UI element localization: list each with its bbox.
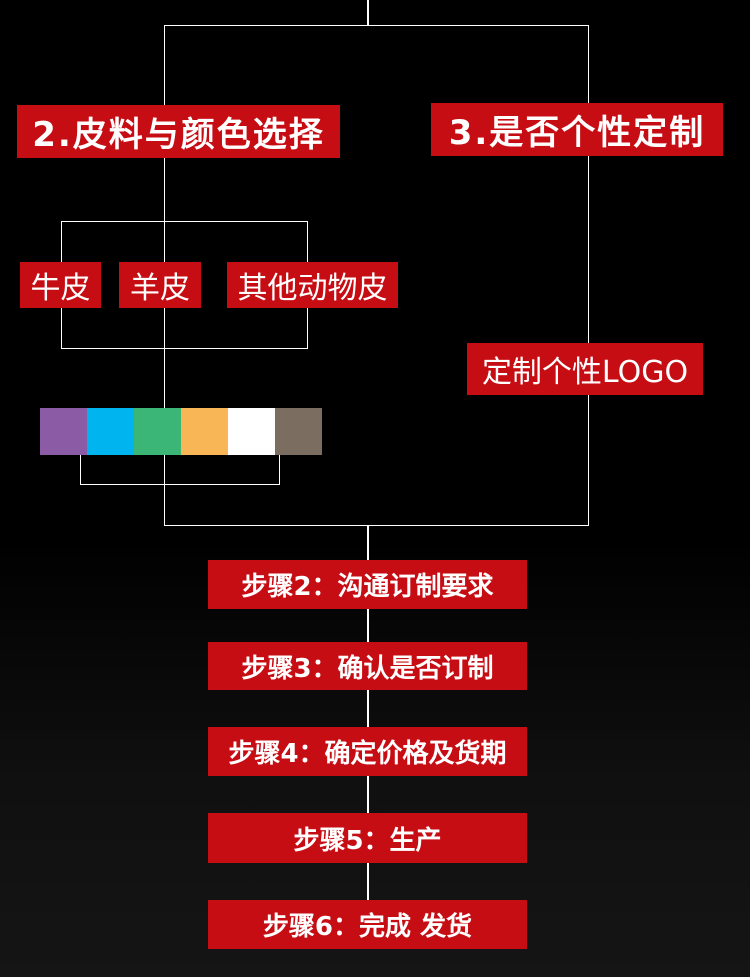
color-swatch-white <box>228 408 275 455</box>
steps-connector-line <box>367 526 369 901</box>
step-2-box: 步骤2：沟通订制要求 <box>208 560 527 609</box>
leather-color-selection-heading: 2.皮料与颜色选择 <box>17 105 340 158</box>
color-swatch-green <box>134 408 181 455</box>
color-swatch-blue <box>87 408 134 455</box>
option-other-animal-leather: 其他动物皮 <box>227 262 398 308</box>
color-swatch-orange <box>181 408 228 455</box>
personal-customization-heading: 3.是否个性定制 <box>431 103 723 156</box>
swatch-connector-line <box>164 455 165 485</box>
swatch-bracket <box>80 455 280 485</box>
color-swatch-purple <box>40 408 87 455</box>
color-swatch-brown <box>275 408 322 455</box>
step-4-box: 步骤4：确定价格及货期 <box>208 727 527 776</box>
step-5-box: 步骤5：生产 <box>208 813 527 863</box>
step-3-box: 步骤3：确认是否订制 <box>208 642 527 690</box>
option-sheepskin: 羊皮 <box>119 262 201 308</box>
step-6-box: 步骤6：完成 发货 <box>208 900 527 949</box>
option-cowhide: 牛皮 <box>20 262 101 308</box>
top-connector-line <box>367 0 369 26</box>
option-custom-logo: 定制个性LOGO <box>467 343 703 395</box>
color-swatch-strip <box>40 408 322 455</box>
